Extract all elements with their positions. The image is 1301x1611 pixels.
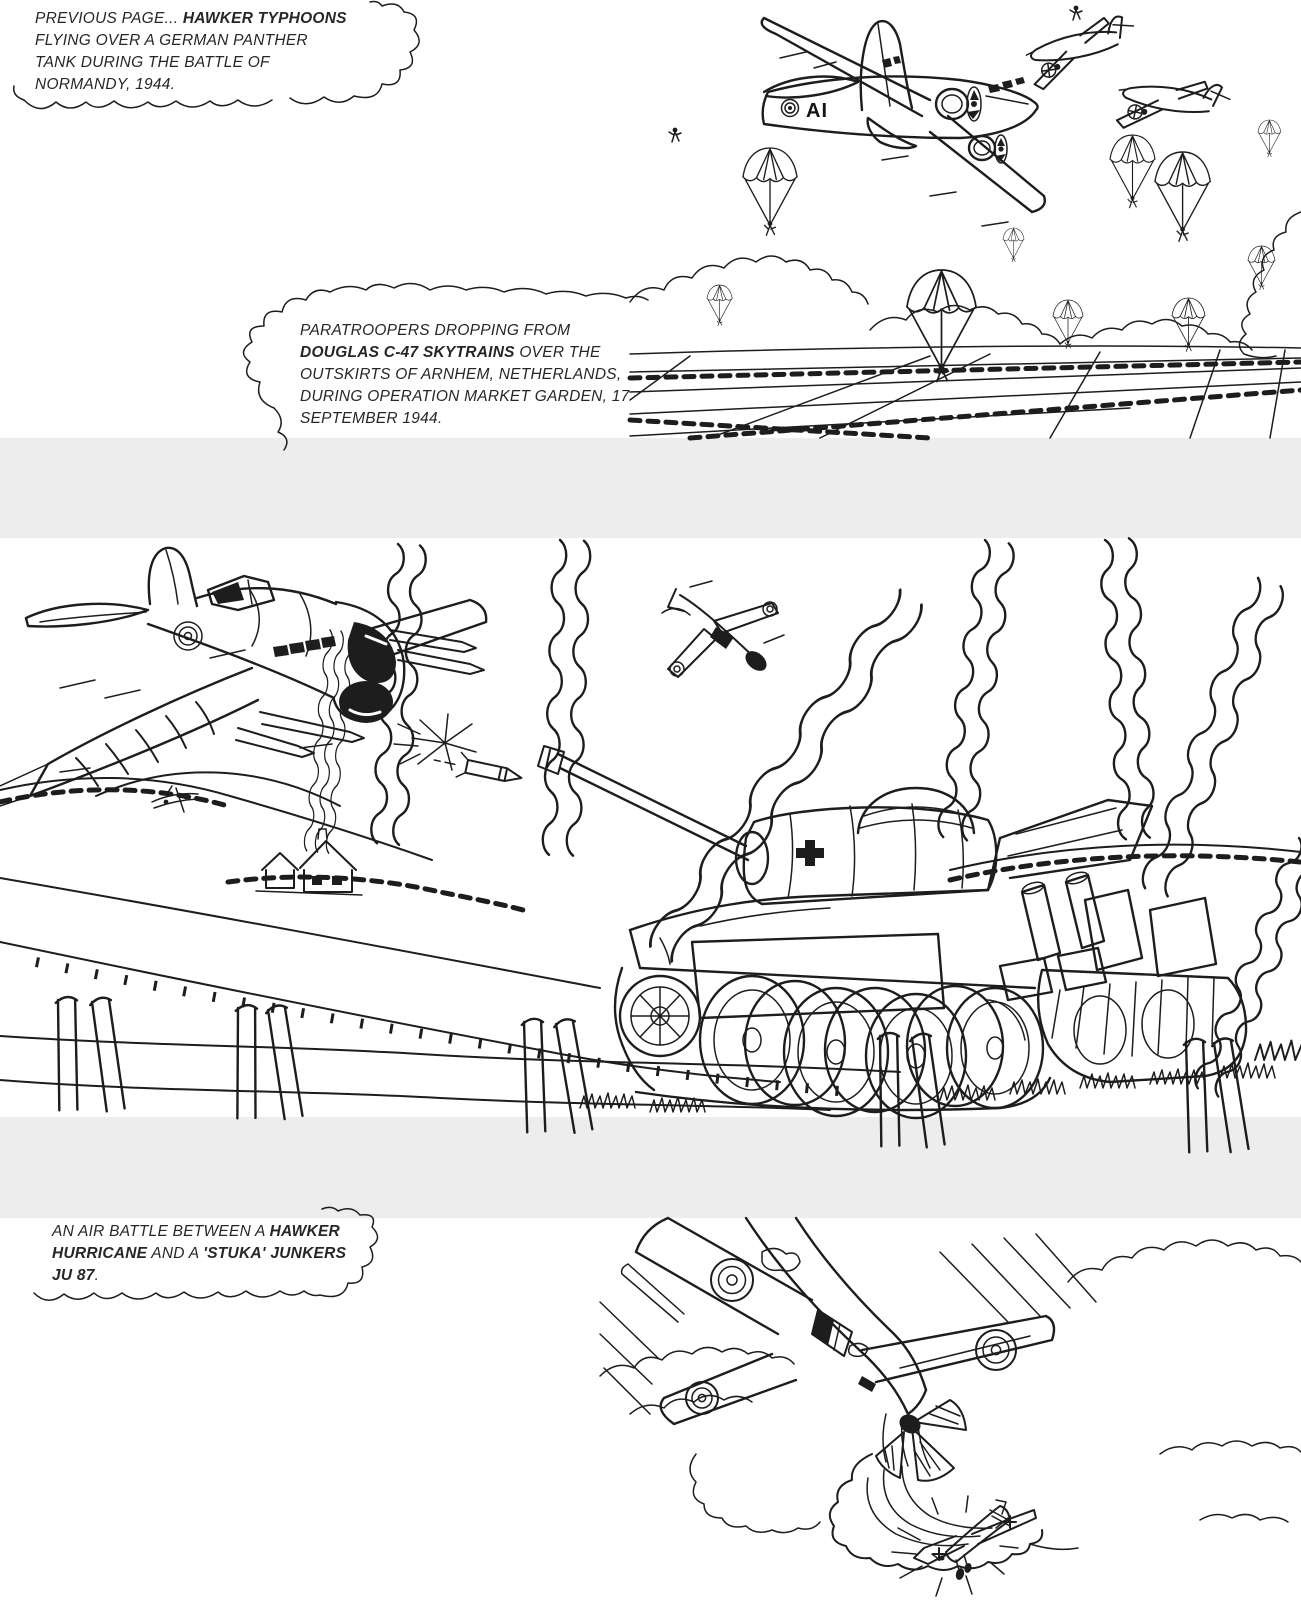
typhoon-lead-aircraft bbox=[0, 546, 488, 807]
port-wing bbox=[659, 1352, 798, 1426]
landscape bbox=[0, 771, 1301, 1155]
caption-text-run: AN AIR BATTLE BETWEEN A bbox=[52, 1223, 270, 1240]
raf-roundel-icon bbox=[685, 1381, 719, 1415]
distant-aircraft bbox=[151, 785, 199, 813]
center-wing bbox=[634, 1216, 814, 1336]
caption-cloud-border bbox=[242, 282, 649, 451]
aircraft-code-text: AI bbox=[806, 100, 828, 122]
stuka-aircraft bbox=[891, 1495, 1037, 1597]
page-divider-band bbox=[0, 1117, 1301, 1218]
clouds bbox=[599, 1239, 1301, 1534]
raf-roundel-icon bbox=[710, 1258, 754, 1302]
engine-cowl bbox=[332, 600, 406, 723]
caption-text: PREVIOUS PAGE... HAWKER TYPHOONS FLYING … bbox=[35, 8, 350, 96]
road bbox=[0, 877, 851, 1097]
fence bbox=[0, 994, 1250, 1155]
fields bbox=[627, 345, 1301, 441]
caption-previous-page: PREVIOUS PAGE... HAWKER TYPHOONS FLYING … bbox=[0, 0, 430, 130]
speed-dashes bbox=[779, 51, 1009, 227]
typhoon-wingman-aircraft bbox=[661, 580, 785, 678]
farmhouse bbox=[255, 828, 363, 896]
illustration-hurricane-vs-stuka bbox=[599, 1216, 1301, 1597]
running-gear bbox=[613, 966, 1248, 1120]
german-cross-icon bbox=[796, 840, 824, 866]
caption-paratroopers: PARATROOPERS DROPPING FROM DOUGLAS C-47 … bbox=[230, 278, 660, 451]
illustration-typhoons-vs-panther bbox=[0, 536, 1301, 1155]
speed-lines bbox=[599, 1233, 1097, 1415]
turret bbox=[734, 786, 998, 906]
caption-text-bold: HAWKER HURRICANE bbox=[52, 1223, 340, 1262]
caption-text-run: AND A bbox=[147, 1245, 204, 1262]
propeller bbox=[875, 1399, 967, 1482]
speed-dashes bbox=[59, 649, 333, 773]
caption-text-bold: DOUGLAS C-47 SKYTRAINS bbox=[300, 344, 515, 361]
panther-tank bbox=[537, 745, 1248, 1120]
german-cross-icon bbox=[1003, 1515, 1017, 1529]
caption-cloud-border bbox=[33, 1206, 379, 1301]
caption-text-run: . bbox=[94, 1267, 100, 1284]
smoke-plume bbox=[828, 1413, 1079, 1571]
caption-text-run: PARATROOPERS DROPPING FROM bbox=[300, 322, 571, 339]
tank-gun bbox=[537, 745, 750, 862]
illustration-c47-paratroopers: AI bbox=[627, 4, 1301, 441]
caption-text-run: OVER THE OUTSKIRTS OF ARNHEM, NETHERLAND… bbox=[300, 344, 630, 427]
hurricane-aircraft bbox=[620, 1216, 1056, 1482]
fuselage bbox=[744, 1216, 928, 1416]
exhaust-pipes bbox=[998, 871, 1218, 1002]
caption-text: AN AIR BATTLE BETWEEN A HAWKER HURRICANE… bbox=[52, 1221, 352, 1287]
caption-text-run: PREVIOUS PAGE... bbox=[35, 10, 183, 27]
caption-text-run: FLYING OVER A GERMAN PANTHER TANK DURING… bbox=[35, 32, 308, 93]
canopy bbox=[206, 574, 276, 612]
caption-text-bold: 'STUKA' JUNKERS JU 87 bbox=[52, 1245, 347, 1284]
hull bbox=[628, 798, 1154, 1020]
caption-cloud-border bbox=[12, 0, 420, 110]
rocket-projectile bbox=[433, 751, 523, 783]
caption-text: PARATROOPERS DROPPING FROM DOUGLAS C-47 … bbox=[300, 320, 632, 430]
caption-air-battle: AN AIR BATTLE BETWEEN A HAWKER HURRICANE… bbox=[20, 1205, 420, 1315]
caption-text-bold: HAWKER TYPHOONS bbox=[182, 10, 347, 27]
rocket-burst bbox=[393, 713, 477, 771]
raf-roundel-icon bbox=[780, 98, 800, 118]
c47-lead-aircraft: AI bbox=[760, 16, 1046, 227]
port-wing bbox=[0, 666, 260, 807]
starboard-wing bbox=[860, 1314, 1056, 1384]
page-divider-band bbox=[0, 438, 1301, 538]
raf-roundel-icon bbox=[975, 1329, 1017, 1371]
raf-roundel-icon bbox=[173, 621, 203, 651]
c47-wingman-aircraft bbox=[1021, 13, 1142, 92]
clouds bbox=[629, 211, 1301, 359]
